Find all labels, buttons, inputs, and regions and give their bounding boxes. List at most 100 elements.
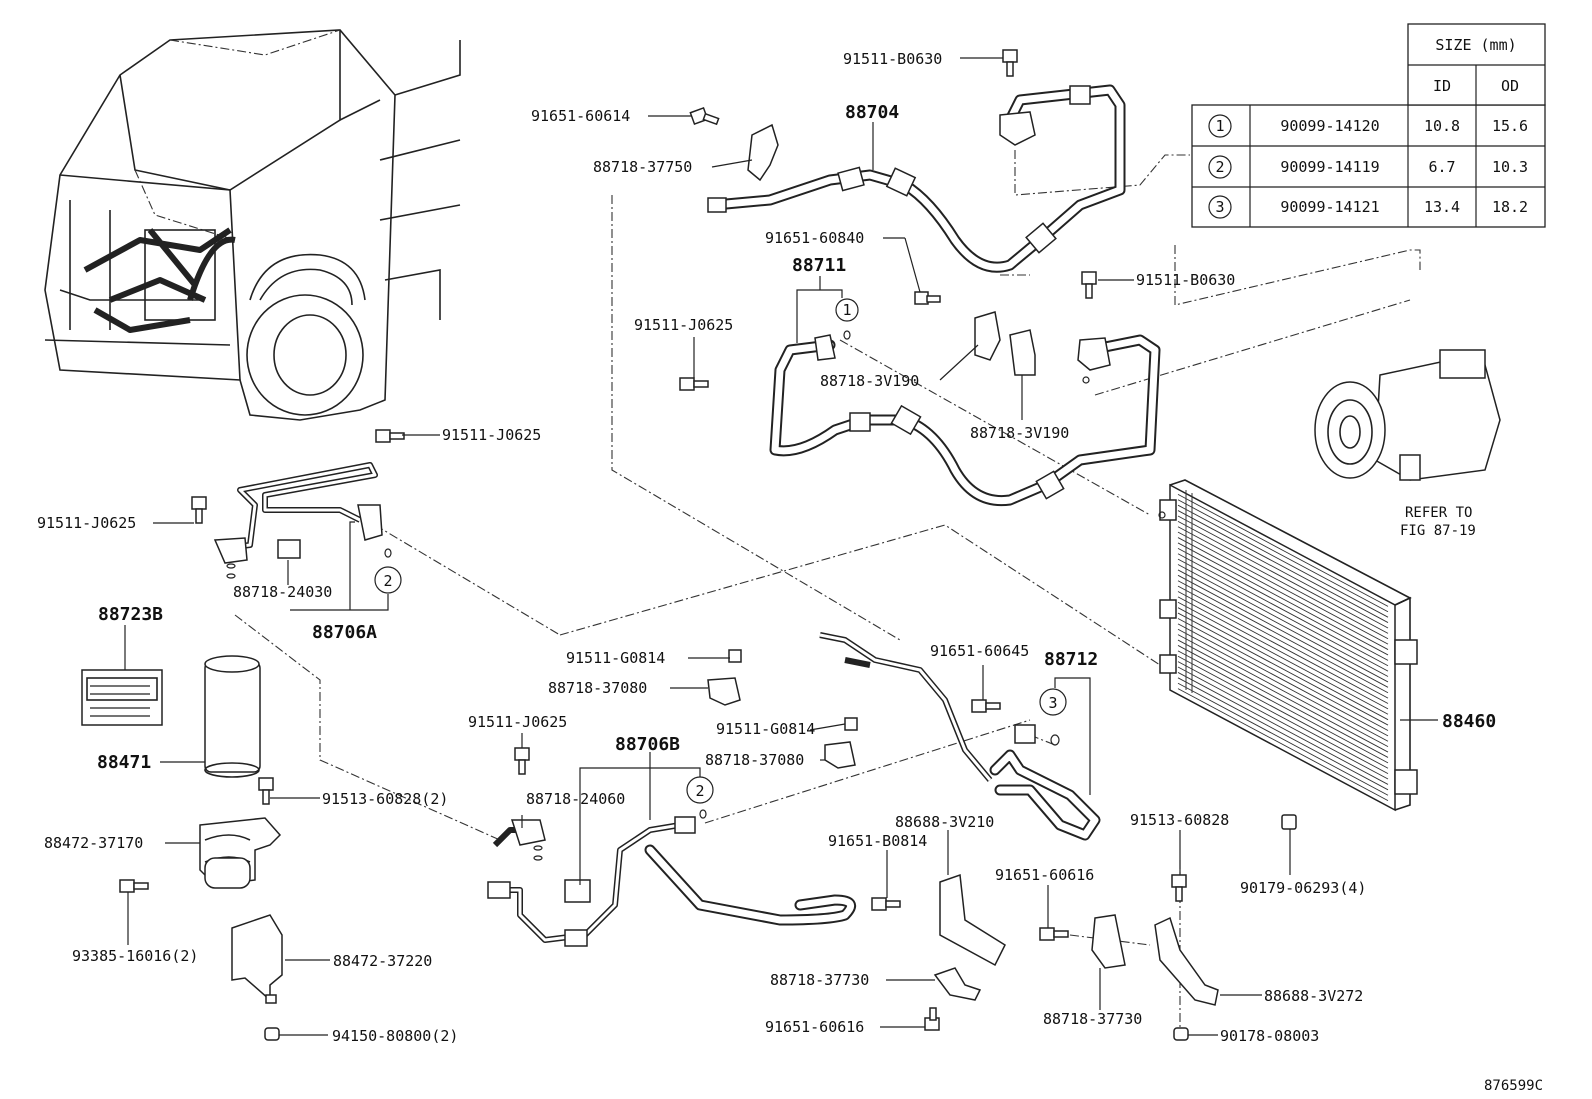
bolt-icon bbox=[1171, 874, 1187, 902]
label-91511-G0814-b: 91511-G0814 bbox=[716, 720, 815, 738]
bolt-icon bbox=[844, 717, 858, 731]
size-table-col-id: ID bbox=[1433, 77, 1451, 95]
size-table-col-od: OD bbox=[1501, 77, 1519, 95]
label-91651-60840: 91651-60840 bbox=[765, 229, 864, 247]
condenser-fin bbox=[1177, 591, 1389, 704]
bolt-icon bbox=[1002, 49, 1018, 77]
label-88706B: 88706B bbox=[615, 734, 680, 755]
condenser-fin bbox=[1177, 628, 1389, 742]
condenser-fin bbox=[1177, 601, 1389, 715]
label-refer-to: REFER TO bbox=[1405, 505, 1472, 521]
label-88471: 88471 bbox=[97, 752, 151, 773]
condenser-fin bbox=[1177, 493, 1389, 607]
bolt-icon bbox=[1281, 814, 1297, 830]
bracket-88472-37220 bbox=[231, 914, 283, 1002]
label-88706A: 88706A bbox=[312, 622, 377, 643]
label-94150-80800: 94150-80800(2) bbox=[332, 1027, 458, 1045]
clamp-88718-3V190-b bbox=[1009, 329, 1036, 376]
label-88718-24060: 88718-24060 bbox=[526, 790, 625, 808]
label-91513-60828: 91513-60828 bbox=[1130, 811, 1229, 829]
size-table: SIZE (mm) ID OD 1 90099-14120 10.8 15.6 … bbox=[1191, 23, 1546, 228]
label-91511-B0630-top: 91511-B0630 bbox=[843, 50, 942, 68]
bolt-icon bbox=[264, 1027, 280, 1041]
size-row-2-od: 10.3 bbox=[1492, 158, 1528, 176]
label-91513-60828-2: 91513-60828(2) bbox=[322, 790, 448, 808]
label-88460: 88460 bbox=[1442, 711, 1496, 732]
condenser-fin bbox=[1177, 623, 1389, 737]
mark-3: 3 bbox=[1048, 694, 1057, 712]
bracket-88472-37170 bbox=[199, 817, 282, 889]
label-88688-3V272: 88688-3V272 bbox=[1264, 987, 1363, 1005]
clamp-88718-37730-b bbox=[1091, 914, 1126, 969]
condenser-fin bbox=[1177, 655, 1389, 769]
tube-88712 bbox=[819, 632, 1101, 841]
condenser-fin bbox=[1177, 526, 1389, 640]
condenser-fin bbox=[1177, 580, 1389, 694]
part-labels: 91511-B0630 91651-60614 88704 88718-3775… bbox=[37, 50, 1543, 1094]
condenser-fin bbox=[1177, 666, 1389, 780]
leader-lines bbox=[124, 57, 1438, 1036]
hose-88704 bbox=[707, 84, 1126, 273]
label-88718-3V190-b: 88718-3V190 bbox=[970, 424, 1069, 442]
condenser-fin bbox=[1177, 596, 1389, 710]
condenser-fin bbox=[1177, 639, 1389, 753]
clamp-88718-37080-b bbox=[824, 741, 856, 769]
truck-cab-illustration bbox=[44, 29, 461, 421]
mark-2-a: 2 bbox=[383, 572, 392, 590]
condenser-fin bbox=[1177, 515, 1389, 629]
condenser-fin bbox=[1177, 645, 1389, 758]
size-row-1-od: 15.6 bbox=[1492, 117, 1528, 135]
label-90179-06293: 90179-06293(4) bbox=[1240, 879, 1366, 897]
bolt-icon bbox=[1039, 927, 1069, 941]
label-91651-B0814: 91651-B0814 bbox=[828, 832, 927, 850]
label-88718-24030: 88718-24030 bbox=[233, 583, 332, 601]
bracket-88688-3V272 bbox=[1154, 916, 1219, 1006]
mark-1: 1 bbox=[842, 301, 851, 319]
label-91511-J0625-c: 91511-J0625 bbox=[468, 713, 567, 731]
size-row-2-part: 90099-14119 bbox=[1280, 158, 1379, 176]
clamp-88718-37750 bbox=[747, 123, 779, 182]
size-row-3-mark: 3 bbox=[1215, 198, 1224, 216]
clamp-88718-37080-a bbox=[707, 677, 741, 706]
label-91511-J0625-mid: 91511-J0625 bbox=[634, 316, 733, 334]
bolt-icon bbox=[924, 1007, 940, 1031]
condenser-fin bbox=[1177, 537, 1389, 650]
label-88711: 88711 bbox=[792, 255, 846, 276]
label-88688-3V210: 88688-3V210 bbox=[895, 813, 994, 831]
drawing-id: 876599C bbox=[1484, 1078, 1543, 1094]
label-93385-16016: 93385-16016(2) bbox=[72, 947, 198, 965]
label-88718-37750: 88718-37750 bbox=[593, 158, 692, 176]
label-refer-fig: FIG 87-19 bbox=[1400, 523, 1476, 539]
condenser-fin bbox=[1177, 672, 1389, 785]
bolt-icon bbox=[375, 429, 405, 443]
condenser-fin bbox=[1177, 661, 1389, 775]
size-row-2-mark: 2 bbox=[1215, 158, 1224, 176]
label-88718-37730-a: 88718-37730 bbox=[770, 971, 869, 989]
label-88472-37220: 88472-37220 bbox=[333, 952, 432, 970]
condenser-fin bbox=[1177, 650, 1389, 764]
bolt-icon bbox=[1081, 271, 1097, 299]
bolt-icon bbox=[914, 291, 941, 305]
condenser-fin bbox=[1177, 510, 1389, 623]
condenser-88460 bbox=[1159, 479, 1418, 812]
condenser-fin bbox=[1177, 520, 1389, 634]
size-table-header: SIZE (mm) bbox=[1435, 36, 1516, 54]
condenser-fin bbox=[1177, 504, 1389, 618]
condenser-fin bbox=[1177, 682, 1389, 796]
bracket-88688-3V210 bbox=[939, 873, 1006, 967]
bolt-icon bbox=[689, 107, 720, 126]
label-91511-J0625-b: 91511-J0625 bbox=[37, 514, 136, 532]
bolt-icon bbox=[1173, 1027, 1189, 1041]
condenser-fin bbox=[1177, 607, 1389, 721]
label-91511-G0814-a: 91511-G0814 bbox=[566, 649, 665, 667]
label-91651-60616-a: 91651-60616 bbox=[995, 866, 1094, 884]
mark-2-b: 2 bbox=[695, 782, 704, 800]
bolt-icon bbox=[258, 777, 274, 805]
label-91651-60614: 91651-60614 bbox=[531, 107, 630, 125]
condenser-fin bbox=[1177, 677, 1389, 791]
condenser-fin bbox=[1177, 688, 1389, 802]
size-row-1-mark: 1 bbox=[1215, 117, 1224, 135]
bolt-icon bbox=[191, 496, 207, 524]
condenser-fin bbox=[1177, 612, 1389, 726]
size-row-1-part: 90099-14120 bbox=[1280, 117, 1379, 135]
